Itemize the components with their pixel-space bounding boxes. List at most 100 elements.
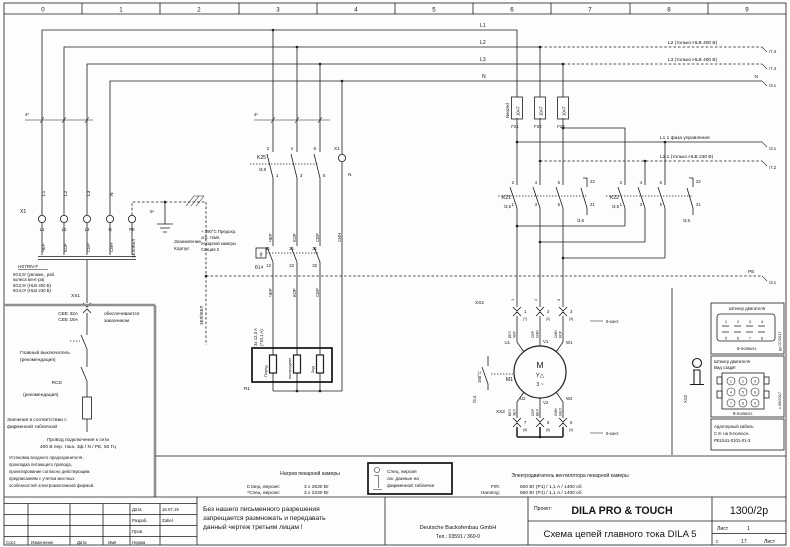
wire-color: КОР (63, 243, 68, 252)
k22-terminal: 1 (620, 202, 623, 207)
heating-title: Нагрев пекарной камеры (280, 470, 340, 477)
wire-tag-l2: L2 (63, 190, 69, 196)
b14-terminal: 21 (289, 246, 294, 251)
wire-color: СИН (536, 330, 540, 338)
plug9-title: Штекер двигателя (714, 359, 751, 364)
crossref-l21: /7.2 (769, 165, 777, 170)
plug9-pin: 3 (754, 380, 756, 384)
motor-term-u1: U1 (505, 340, 511, 345)
rail-label-l1: L1 (480, 23, 486, 29)
fuse-f23 (557, 96, 569, 120)
tb-state-header: Сост. (6, 540, 16, 545)
ruler: 0 1 2 3 4 5 6 7 8 9 (41, 7, 749, 14)
info-box-text: фирменной табличке (387, 482, 435, 489)
title-block-grid (4, 455, 786, 545)
heating-std-value: 3 x 2830 Вт (304, 484, 330, 490)
fuse-label-f21: F21 (511, 124, 519, 129)
wire-size-label: 4² (254, 112, 258, 117)
tb-drawn-label: Разраб. (132, 518, 147, 523)
tb-norm-label: Норма (132, 540, 146, 545)
rail-label-l2-hlb: L2 (только HLB 400 В) (668, 40, 718, 46)
power-rail-wires (41, 29, 762, 391)
cable-spec: колеса вент-ра) (13, 277, 45, 282)
info-box-text: см. данные на (387, 477, 419, 482)
ground-label: Заземление (174, 239, 201, 245)
k22-terminal: 2 (620, 180, 623, 185)
k25-terminal: 4 (291, 146, 294, 151)
wire-color: ЧЕР (268, 233, 273, 242)
install-note: предписаниям с учетом местных (9, 476, 75, 481)
ruler-label: 5 (432, 7, 436, 14)
b14-terminal: 31 (312, 246, 317, 251)
b14-label: B14 (255, 265, 264, 271)
cable-spec: 5G2,5² (увлажн., раб. (13, 272, 55, 277)
x1-term: L1 (40, 227, 45, 232)
plug9-pin: 1 (730, 380, 732, 384)
nameplate-note: Значения в соответствии с (7, 417, 67, 423)
plug8-pin: 2 (737, 319, 739, 324)
pe-wires-dashed (131, 201, 762, 345)
mains-note: Провод подключения к сети (47, 437, 109, 443)
sheet-word: Лист (764, 539, 776, 545)
plug8-date: до 07/2017 (777, 331, 782, 351)
fuse-type: Neozed (505, 103, 510, 118)
ruler-label: 1 (119, 7, 123, 14)
b14-note: Секция 2 (201, 247, 220, 252)
fuse-f22 (534, 96, 546, 120)
wire-color: ЗЕЛ (513, 409, 517, 416)
b14-note: пекарной камеры (201, 241, 236, 246)
r1-label: R1 (244, 386, 250, 392)
heating-spec-label: *Спец. версия: (247, 490, 280, 496)
plug9-box (710, 355, 785, 418)
crossref-l2: /7.4 (769, 49, 777, 54)
chassis-ground-icon (185, 195, 205, 207)
tb-name-header: Имя (108, 540, 117, 545)
wire-color: ЧЕР (513, 330, 517, 338)
b14-note: огр. темп. (201, 235, 221, 240)
b14-contact-slashes (266, 246, 321, 263)
plug8-pin: 1 (725, 319, 727, 324)
k25-label: K25 (257, 155, 266, 161)
rail-label-l3: L3 (480, 57, 486, 63)
xs2-pin: 6 (570, 420, 573, 425)
xs2-pin-alt: (6) (546, 428, 550, 432)
plug8-pin: 3 (749, 319, 751, 324)
crossref-l11: /3.1 (769, 146, 777, 151)
x1b-n-label: N (348, 172, 352, 178)
plug9-poles-label: 9-полюсн. (733, 411, 753, 416)
k25-ref: /3,9 (259, 167, 267, 172)
tb-date-header: Дата (77, 540, 87, 545)
plug9-tabs (716, 376, 770, 399)
cable-spec: 5G4,0² (HLB 230 В) (13, 288, 52, 293)
motor-term-w1: W1 (566, 340, 573, 345)
rail-label-n-right: N (755, 74, 759, 80)
fan-fir-label: FIR: (491, 484, 500, 490)
rail-label-n: N (482, 74, 486, 80)
plug8-slots (722, 325, 765, 333)
wire-color: КОР (292, 288, 297, 297)
ruler-label: 3 (276, 7, 280, 14)
x1-term: PE (129, 227, 135, 232)
wire-size-marker-left (25, 116, 93, 124)
install-note: особенностей электромонтажной фирмой. (9, 483, 94, 488)
plug9-pin: 6 (754, 391, 756, 395)
main-switch-label: Главный выключатель (20, 349, 70, 356)
xs2-bottom-connector (512, 417, 568, 428)
motor-label-m1: M1 (506, 377, 513, 383)
heating-std-label: Станд. версия: (247, 484, 280, 490)
rail-label-l21: L2.1 (только HLB 230 В) (660, 154, 714, 160)
copyright-text: запрещается размножать и передавать (203, 515, 326, 522)
plug9-date: с 08/2017 (777, 392, 782, 409)
wire-color: СЕР (531, 408, 535, 416)
k21-terminal: 1 (512, 202, 515, 207)
k22-aux-terminal: 21 (696, 202, 701, 207)
fuse-label-f22: F22 (534, 124, 542, 129)
adapter-cable-text: С 8- на 9-полюсн. (714, 431, 749, 436)
k22-ref: /3,6 (612, 204, 620, 209)
motor-m-symbol: M (536, 360, 543, 370)
rail-label-pe: PE (748, 269, 754, 275)
drawing-title: Схема цепей главного тока DILA 5 (544, 529, 697, 540)
plug8-connector-icon (716, 313, 776, 342)
r1-element: Перед (263, 365, 268, 377)
info-icon (373, 467, 382, 490)
